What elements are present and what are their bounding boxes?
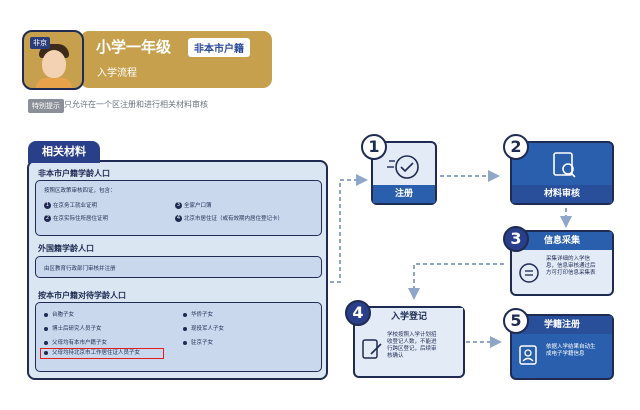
arrow-step3-4 <box>408 263 504 300</box>
arrow-to-step1 <box>330 174 368 283</box>
collect-refresh-icon <box>519 263 539 283</box>
foreign-box <box>35 256 322 278</box>
avatar-tag: 非京 <box>30 37 50 49</box>
step-4-number: 4 <box>345 300 371 326</box>
step-5-desc: 依据入学结果自动生 成电子学籍信息 <box>546 344 596 357</box>
page-subtitle: 入学流程 <box>97 68 137 79</box>
tip-badge: 特别提示 <box>28 99 64 113</box>
step-4-card: 入学登记 学校按照入学计划招 收登记人数，不能进 行跨区登记，后续审 核确认 <box>353 306 465 378</box>
tip-text: 只允许在一个区注册和进行相关材料审核 <box>64 100 208 109</box>
avatar: 非京 <box>22 30 84 90</box>
local-left-item-4-highlighted: 父母均持北京市工作居住证人员子女 <box>40 348 164 359</box>
register-check-icon <box>387 155 419 179</box>
section-title-nonlocal: 非本市户籍学龄人口 <box>38 169 110 178</box>
step-1-label: 注册 <box>373 185 435 203</box>
section-title-foreign: 外国籍学龄人口 <box>38 244 94 253</box>
local-right-item-1: 华侨子女 <box>183 310 213 318</box>
step-3-number: 3 <box>503 226 529 252</box>
avatar-body <box>36 78 72 88</box>
document-search-icon <box>553 152 576 178</box>
local-right-item-3: 驻京子女 <box>183 338 213 346</box>
page-title: 小学一年级 <box>96 38 172 56</box>
local-right-item-2: 现役军人子女 <box>183 324 224 332</box>
step-2-label: 材料审核 <box>512 185 612 203</box>
local-left-item-2: 博士后研究人员子女 <box>44 324 102 332</box>
local-left-item-3: 父母均有本市户籍子女 <box>44 338 107 346</box>
title-badge: 非本市户籍 <box>188 38 250 57</box>
avatar-face <box>42 50 66 78</box>
step-3-label: 信息采集 <box>512 232 612 250</box>
step-3-desc: 采集详细的入学信 息，信息审核通过后 方可打印信息采集表 <box>546 256 596 276</box>
section-title-local-treated: 按本市户籍对待学龄人口 <box>38 291 126 300</box>
step-1-card: 注册 <box>371 141 437 205</box>
nonlocal-intro: 按照区政策审核四证，包含： <box>44 188 116 194</box>
step-4-desc: 学校按照入学计划招 收登记人数，不能进 行跨区登记，后续审 核确认 <box>387 332 437 359</box>
local-treated-box <box>35 302 322 372</box>
step-5-label: 学籍注册 <box>512 316 612 334</box>
foreign-item: 由区教育行政部门审核并注册 <box>44 266 116 272</box>
step-2-number: 2 <box>503 134 529 160</box>
local-left-item-1: 台胞子女 <box>44 310 74 318</box>
student-id-icon <box>519 345 537 365</box>
edit-document-icon <box>362 339 382 359</box>
materials-tab: 相关材料 <box>28 141 100 163</box>
step-1-number: 1 <box>361 134 387 160</box>
step-5-number: 5 <box>503 308 529 334</box>
step-4-label: 入学登记 <box>355 308 463 326</box>
